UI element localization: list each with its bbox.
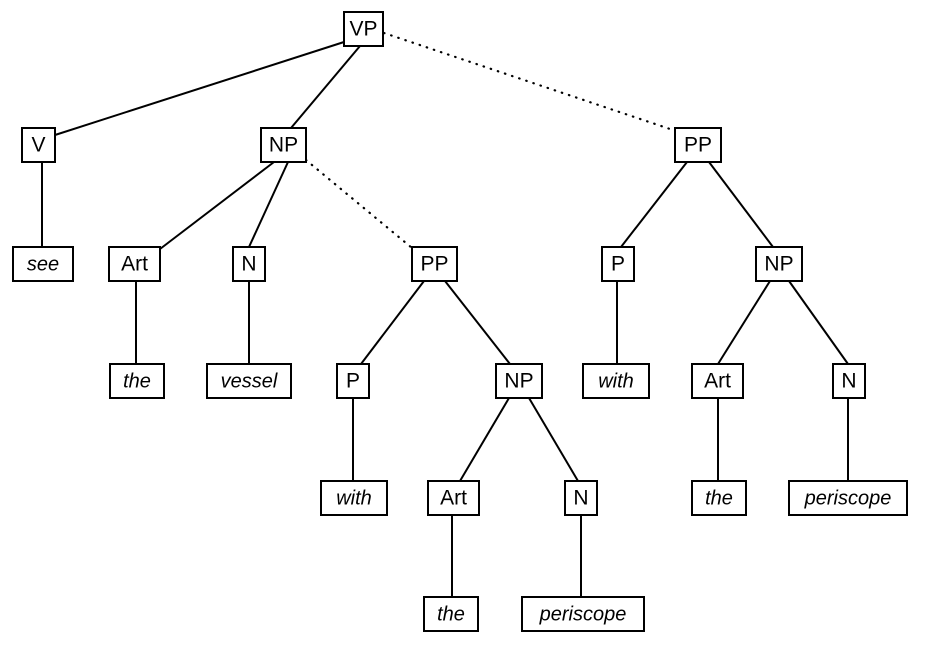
node-box — [108, 246, 161, 282]
node-box — [12, 246, 74, 282]
node-label: NP — [504, 370, 533, 393]
category-node-np_mid: NP — [495, 363, 543, 399]
category-node-np_right: NP — [755, 246, 803, 282]
node-box — [564, 480, 598, 516]
node-label: with — [336, 487, 372, 509]
node-label: PP — [420, 253, 448, 276]
tree-edge-np1-to-n1 — [248, 161, 289, 248]
terminal-node-see: see — [12, 246, 74, 282]
node-box — [343, 11, 384, 47]
terminal-node-with_right: with — [582, 363, 650, 399]
category-node-art_right: Art — [691, 363, 744, 399]
node-label: see — [27, 253, 59, 275]
node-box — [755, 246, 803, 282]
node-label: with — [598, 370, 634, 392]
node-box — [674, 127, 722, 163]
node-label: NP — [269, 134, 298, 157]
node-label: the — [123, 370, 151, 392]
tree-edge-np_right-to-n_right — [788, 280, 849, 365]
node-label: periscope — [804, 487, 892, 509]
tree-edge-pp_right-to-np_right — [708, 161, 774, 248]
node-box — [691, 363, 744, 399]
node-label: Art — [121, 253, 148, 276]
tree-edge-np_mid-to-art_mid — [459, 397, 510, 482]
terminal-node-vessel: vessel — [206, 363, 292, 399]
terminal-node-with_mid: with — [320, 480, 388, 516]
category-node-art1: Art — [108, 246, 161, 282]
node-box — [427, 480, 480, 516]
category-node-art_mid: Art — [427, 480, 480, 516]
tree-edge-np_right-to-art_right — [717, 280, 771, 365]
node-box — [320, 480, 388, 516]
node-label: N — [841, 370, 856, 393]
category-node-n_mid: N — [564, 480, 598, 516]
terminal-node-the_right: the — [691, 480, 747, 516]
tree-edge-vp-to-np1 — [290, 45, 361, 129]
tree-edge-vp-to-v — [54, 41, 345, 136]
node-box — [582, 363, 650, 399]
node-box — [521, 596, 645, 632]
node-label: P — [611, 253, 625, 276]
node-box — [206, 363, 292, 399]
node-box — [691, 480, 747, 516]
node-label: periscope — [539, 603, 627, 625]
terminal-node-the1: the — [109, 363, 165, 399]
category-node-v: V — [21, 127, 56, 163]
node-label: Art — [704, 370, 731, 393]
node-box — [423, 596, 479, 632]
terminal-node-periscope_r: periscope — [788, 480, 908, 516]
node-box — [601, 246, 635, 282]
node-label: VP — [349, 18, 377, 41]
node-box — [788, 480, 908, 516]
node-label: the — [437, 603, 465, 625]
node-label: vessel — [221, 370, 278, 392]
node-label: N — [573, 487, 588, 510]
node-box — [495, 363, 543, 399]
category-node-n_right: N — [832, 363, 866, 399]
node-box — [411, 246, 458, 282]
node-box — [232, 246, 266, 282]
node-box — [832, 363, 866, 399]
category-node-np1: NP — [260, 127, 307, 163]
category-node-pp_right: PP — [674, 127, 722, 163]
tree-edge-vp-to-pp_right — [382, 31, 678, 133]
node-label: P — [346, 370, 360, 393]
node-label: the — [705, 487, 733, 509]
node-box — [336, 363, 370, 399]
tree-edge-np1-to-art1 — [159, 161, 275, 250]
node-label: NP — [764, 253, 793, 276]
category-node-pp_mid: PP — [411, 246, 458, 282]
tree-edge-pp_mid-to-p_mid — [360, 280, 425, 365]
terminal-node-the_mid: the — [423, 596, 479, 632]
category-node-p_mid: P — [336, 363, 370, 399]
category-node-vp: VP — [343, 11, 384, 47]
tree-edge-pp_mid-to-np_mid — [444, 280, 511, 365]
terminal-node-periscope_m: periscope — [521, 596, 645, 632]
node-label: N — [241, 253, 256, 276]
node-label: V — [31, 134, 45, 157]
category-node-n1: N — [232, 246, 266, 282]
node-box — [109, 363, 165, 399]
tree-edge-np_mid-to-n_mid — [528, 397, 579, 482]
node-box — [260, 127, 307, 163]
category-node-p_right: P — [601, 246, 635, 282]
node-box — [21, 127, 56, 163]
node-label: PP — [684, 134, 712, 157]
node-label: Art — [440, 487, 467, 510]
tree-edge-np1-to-pp_mid — [304, 158, 414, 250]
edge-layer — [41, 31, 849, 597]
tree-edge-pp_right-to-p_right — [620, 161, 688, 248]
